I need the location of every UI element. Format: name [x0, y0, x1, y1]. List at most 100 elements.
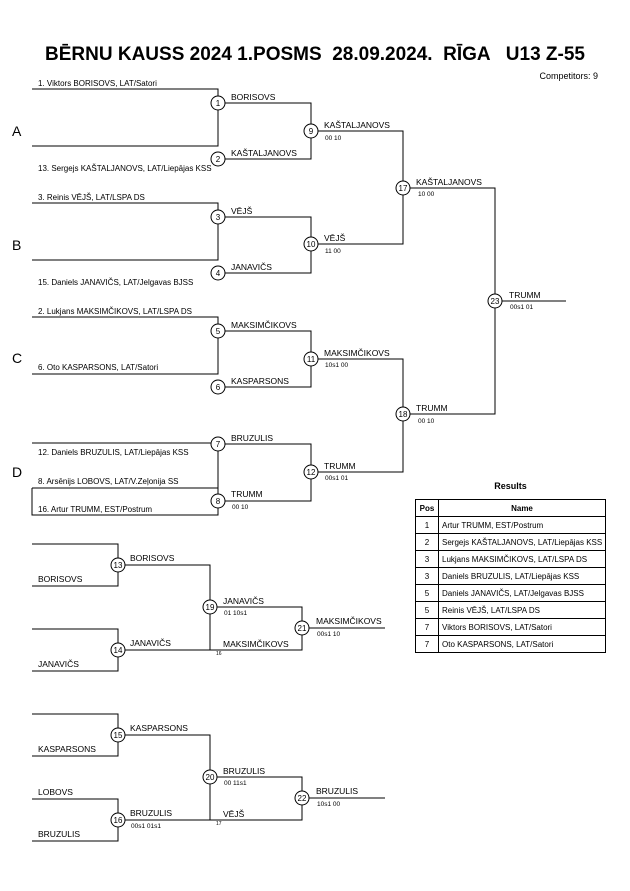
match-number-circle: 17 [395, 180, 411, 196]
match-number-circle: 22 [294, 790, 310, 806]
final-winner: TRUMM [509, 290, 541, 300]
source-match-note: 17 [216, 821, 222, 827]
match-number-circle: 19 [202, 599, 218, 615]
match-circle [210, 209, 226, 225]
match-number-circle: 11 [303, 351, 319, 367]
results-title: Results [494, 481, 527, 491]
match-number: 21 [298, 624, 307, 633]
match-winner: KAŠTALJANOVS [416, 177, 482, 187]
match-number: 9 [309, 127, 314, 136]
match-winner: VĒJŠ [324, 233, 346, 243]
match-number: 2 [216, 155, 221, 164]
entry-label: 13. Sergejs KAŠTALJANOVS, LAT/Liepājas K… [38, 164, 212, 173]
match-winner: KAŠTALJANOVS [324, 120, 390, 130]
match-number-circle: 10 [303, 236, 319, 252]
match-score: 00s1 01 [510, 304, 534, 311]
match-circle [210, 151, 226, 167]
match-circle [110, 727, 126, 743]
match-number-circle: 8 [210, 493, 226, 509]
repechage-entrant: MAKSIMČIKOVS [223, 639, 289, 649]
match-number-circle: 1 [210, 95, 226, 111]
entry-label: 8. Arsēnijs LOBOVS, LAT/V.Zeļonija SS [38, 477, 179, 486]
match-score: 10s1 00 [317, 801, 341, 808]
match-circle [294, 620, 310, 636]
match-winner: KAŠTALJANOVS [231, 148, 297, 158]
match-number: 8 [216, 497, 221, 506]
match-winner: JANAVIČS [223, 596, 264, 606]
results-header-pos: Pos [415, 499, 439, 517]
match-circle [210, 265, 226, 281]
match-winner: KASPARSONS [130, 723, 188, 733]
match-number: 11 [307, 355, 316, 364]
match-circle [294, 790, 310, 806]
match-number-circle: 5 [210, 323, 226, 339]
entry-label: 2. Lukjans MAKSIMČIKOVS, LAT/LSPA DS [38, 307, 192, 316]
match-winner: MAKSIMČIKOVS [231, 320, 297, 330]
result-name: Lukjans MAKSIMČIKOVS, LAT/LSPA DS [438, 550, 606, 568]
match-score: 00 10 [418, 418, 435, 425]
match-circle [210, 379, 226, 395]
match-circle [110, 812, 126, 828]
match-winner: JANAVIČS [130, 638, 171, 648]
match-score: 11 00 [325, 248, 341, 255]
result-pos: 7 [415, 618, 439, 636]
match-number-circle: 2 [210, 151, 226, 167]
result-name: Oto KASPARSONS, LAT/Satori [438, 635, 606, 653]
match-number: 15 [114, 731, 123, 740]
match-number: 12 [307, 468, 316, 477]
pool-label-a: A [12, 123, 22, 139]
match-number: 4 [216, 269, 221, 278]
match-winner: KASPARSONS [231, 376, 289, 386]
pool-label-b: B [12, 237, 21, 253]
source-match-note: 16 [216, 651, 222, 657]
match-score: 00 10 [232, 504, 249, 511]
repechage-entrant: JANAVIČS [38, 659, 79, 669]
match-number: 5 [216, 327, 221, 336]
match-number-circle: 6 [210, 379, 226, 395]
match-winner: MAKSIMČIKOVS [324, 348, 390, 358]
result-name: Daniels JANAVIČS, LAT/Jelgavas BJSS [438, 584, 606, 602]
results-header-row: Pos Name [415, 499, 606, 517]
match-number-circle: 16 [110, 812, 126, 828]
match-circle [303, 351, 319, 367]
match-winner: MAKSIMČIKOVS [316, 616, 382, 626]
match-circle [202, 599, 218, 615]
competitors-count: Competitors: 9 [539, 71, 598, 81]
result-pos: 7 [415, 635, 439, 653]
match-score: 10s1 00 [325, 362, 349, 369]
match-winner: BORISOVS [231, 92, 276, 102]
match-number: 13 [114, 561, 123, 570]
match-number-circle: 14 [110, 642, 126, 658]
repechage-entrant: BORISOVS [38, 574, 83, 584]
match-number-circle: 23 [487, 293, 503, 309]
match-score: 10 00 [418, 191, 435, 198]
entry-label: 6. Oto KASPARSONS, LAT/Satori [38, 363, 158, 372]
pool-label-d: D [12, 464, 22, 480]
match-circle [395, 406, 411, 422]
match-winner: BRUZULIS [130, 808, 172, 818]
match-circle [487, 293, 503, 309]
match-number: 1 [216, 99, 221, 108]
entry-label: 1. Viktors BORISOVS, LAT/Satori [38, 79, 157, 88]
match-circle [210, 493, 226, 509]
match-circle [303, 464, 319, 480]
match-winner: BRUZULIS [231, 433, 273, 443]
repechage-entrant: VĒJŠ [223, 809, 245, 819]
result-pos: 3 [415, 567, 439, 585]
match-circle [110, 557, 126, 573]
match-number: 16 [114, 816, 123, 825]
match-number-circle: 15 [110, 727, 126, 743]
match-number-circle: 7 [210, 436, 226, 452]
repechage-entrant: LOBOVS [38, 787, 73, 797]
match-number-circle: 13 [110, 557, 126, 573]
match-number-circle: 12 [303, 464, 319, 480]
